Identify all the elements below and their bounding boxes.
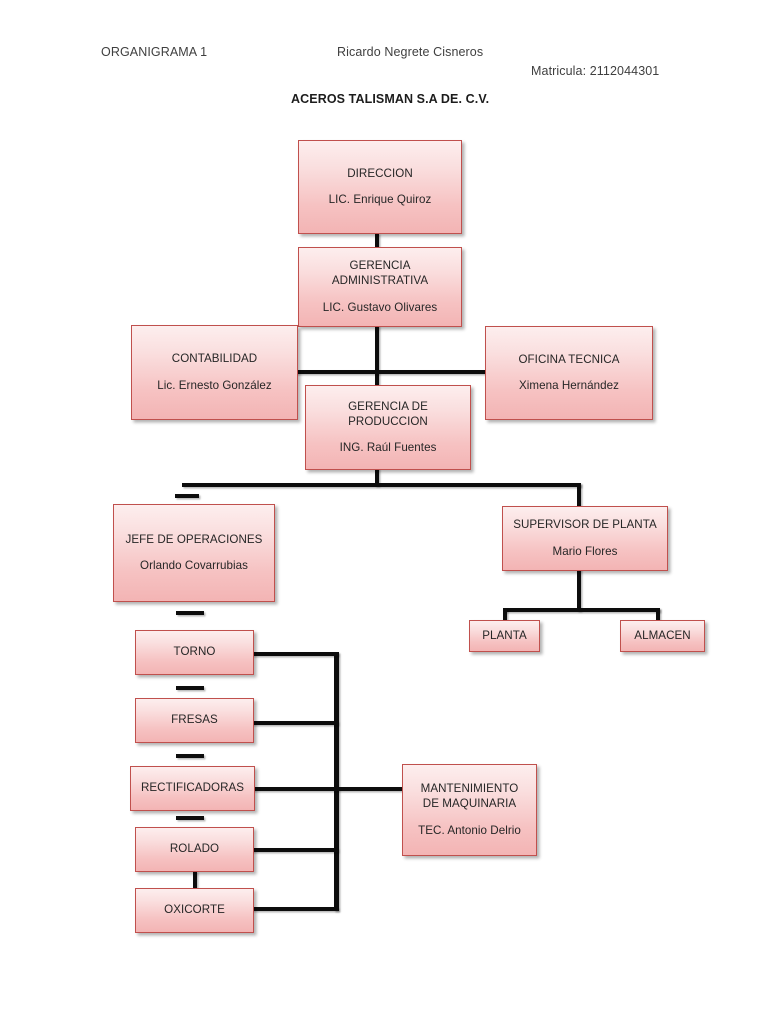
connector-trunk-machines: [334, 652, 339, 911]
node-gerencia-administrativa[interactable]: GERENCIA ADMINISTRATIVA LIC. Gustavo Oli…: [298, 247, 462, 327]
node-planta-title: PLANTA: [482, 628, 527, 642]
node-rolado-title: ROLADO: [169, 842, 220, 856]
node-fresas-title: FRESAS: [171, 713, 218, 727]
node-fresas[interactable]: FRESAS: [135, 698, 254, 743]
node-mantenimiento-person: TEC. Antonio Delrio: [418, 823, 521, 837]
node-gerencia-produccion-title-1: GERENCIA DE: [348, 399, 428, 413]
node-oficina-tecnica-title: OFICINA TECNICA: [518, 352, 620, 366]
connector-bus-to-planta: [503, 608, 507, 622]
connector-oxicorte-to-trunk: [252, 907, 338, 911]
node-jefe-operaciones[interactable]: JEFE DE OPERACIONES Orlando Covarrubias: [113, 504, 275, 602]
node-supervisor-planta-title: SUPERVISOR DE PLANTA: [513, 518, 657, 532]
node-supervisor-planta[interactable]: SUPERVISOR DE PLANTA Mario Flores: [502, 506, 668, 571]
connector-trunk-to-mantenimiento: [338, 787, 406, 791]
node-supervisor-planta-person: Mario Flores: [552, 544, 618, 558]
node-planta[interactable]: PLANTA: [469, 620, 540, 652]
node-oficina-tecnica-person: Ximena Hernández: [518, 379, 620, 392]
connector-bus-contabilidad-oficina: [289, 370, 493, 374]
node-oficina-tecnica[interactable]: OFICINA TECNICA Ximena Hernández: [485, 326, 653, 420]
node-direccion[interactable]: DIRECCION LIC. Enrique Quiroz: [298, 140, 462, 234]
node-rolado[interactable]: ROLADO: [135, 827, 254, 872]
header-organigrama-label: ORGANIGRAMA 1: [101, 45, 208, 59]
node-gerencia-produccion-title-2: PRODUCCION: [348, 414, 428, 428]
node-torno-title: TORNO: [173, 645, 216, 659]
node-gerencia-produccion-person: ING. Raúl Fuentes: [339, 441, 437, 455]
connector-gerencia-prod-down: [375, 468, 379, 486]
connector-bus-produccion: [182, 483, 581, 487]
header-matricula: Matricula: 2112044301: [531, 64, 660, 78]
node-gerencia-produccion[interactable]: GERENCIA DE PRODUCCION ING. Raúl Fuentes: [305, 385, 471, 470]
node-rectificadoras[interactable]: RECTIFICADORAS: [130, 766, 255, 811]
node-torno[interactable]: TORNO: [135, 630, 254, 675]
node-contabilidad-person: Lic. Ernesto González: [157, 378, 272, 392]
connector-gerencia-admin-to-gerencia-prod: [375, 325, 379, 387]
connector-fresas-to-trunk: [252, 721, 338, 725]
connector-stub-jefe-operaciones: [175, 494, 199, 498]
header-author-name: Ricardo Negrete Cisneros: [337, 45, 484, 59]
node-contabilidad[interactable]: CONTABILIDAD Lic. Ernesto González: [131, 325, 298, 420]
node-mantenimiento-maquinaria[interactable]: MANTENIMIENTO DE MAQUINARIA TEC. Antonio…: [402, 764, 537, 856]
connector-rectificadoras-to-trunk: [252, 787, 338, 791]
connector-rolado-to-trunk: [252, 848, 338, 852]
node-jefe-operaciones-title: JEFE DE OPERACIONES: [125, 532, 263, 546]
node-gerencia-administrativa-title-2: ADMINISTRATIVA: [331, 274, 429, 288]
connector-stub-torno: [176, 611, 204, 615]
node-direccion-title: DIRECCION: [347, 166, 413, 180]
connector-direccion-to-gerencia-admin: [375, 233, 379, 249]
connector-stub-rolado: [176, 816, 204, 820]
node-gerencia-administrativa-title-1: GERENCIA: [349, 259, 411, 273]
connector-stub-fresas: [176, 686, 204, 690]
node-rectificadoras-title: RECTIFICADORAS: [140, 781, 245, 795]
node-contabilidad-title: CONTABILIDAD: [171, 352, 258, 366]
node-direccion-person: LIC. Enrique Quiroz: [328, 193, 432, 206]
node-mantenimiento-title-2: DE MAQUINARIA: [422, 797, 517, 811]
node-gerencia-administrativa-person: LIC. Gustavo Olivares: [322, 300, 438, 314]
node-jefe-operaciones-person: Orlando Covarrubias: [140, 559, 248, 572]
node-oxicorte-title: OXICORTE: [164, 903, 225, 917]
connector-bus-to-almacen: [656, 608, 660, 622]
node-almacen[interactable]: ALMACEN: [620, 620, 705, 652]
node-oxicorte[interactable]: OXICORTE: [135, 888, 254, 933]
node-mantenimiento-title-1: MANTENIMIENTO: [420, 782, 519, 796]
connector-torno-to-trunk: [252, 652, 338, 656]
connector-stub-rectificadoras: [176, 754, 204, 758]
node-almacen-title: ALMACEN: [634, 628, 691, 642]
company-title: ACEROS TALISMAN S.A DE. C.V.: [291, 92, 490, 106]
connector-rolado-to-oxicorte: [193, 871, 197, 890]
connector-bus-supervisor-children: [503, 608, 660, 612]
